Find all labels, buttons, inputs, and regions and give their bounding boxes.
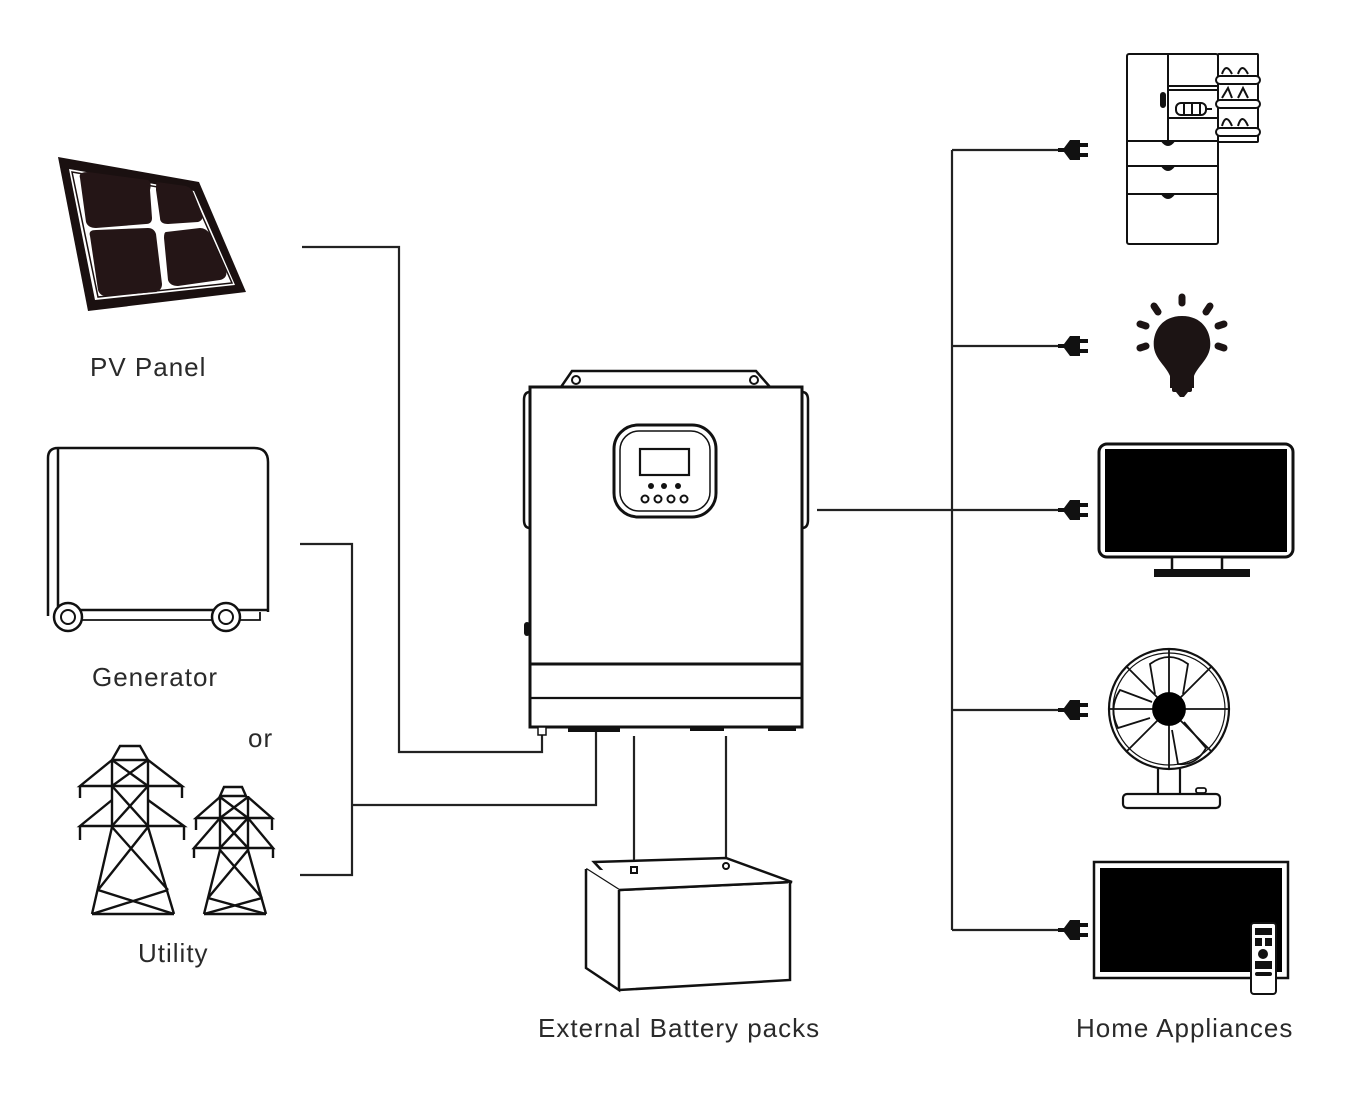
light-bulb-icon [1136,293,1228,397]
plug-icon [1058,700,1088,720]
inverter-icon [522,369,810,736]
wires [300,148,1070,932]
remote-control-icon [1250,922,1277,995]
storage-label: External Battery packs [538,1013,820,1043]
source-label-pv: PV Panel [90,352,206,382]
refrigerator-icon [1126,53,1261,245]
wire-pv-inverter [302,245,544,754]
or-label: or [248,723,273,753]
plugs [1058,140,1088,940]
wire-ac-input-inverter [352,730,598,807]
plug-icon [1058,920,1088,940]
loads-label: Home Appliances [1076,1013,1293,1043]
plug-icon [1058,500,1088,520]
source-label-utility: Utility [138,938,209,968]
plug-icon [1058,336,1088,356]
solar-panel-icon [58,157,246,311]
generator-icon [46,446,270,633]
battery-icon [584,856,793,993]
plug-icon [1058,140,1088,160]
wire-generator-inverter [300,542,354,877]
tv-with-remote-icon [1092,860,1290,995]
television-icon [1097,442,1295,577]
fan-icon [1107,647,1231,810]
power-tower-icon [76,744,276,916]
source-label-generator: Generator [92,662,218,692]
